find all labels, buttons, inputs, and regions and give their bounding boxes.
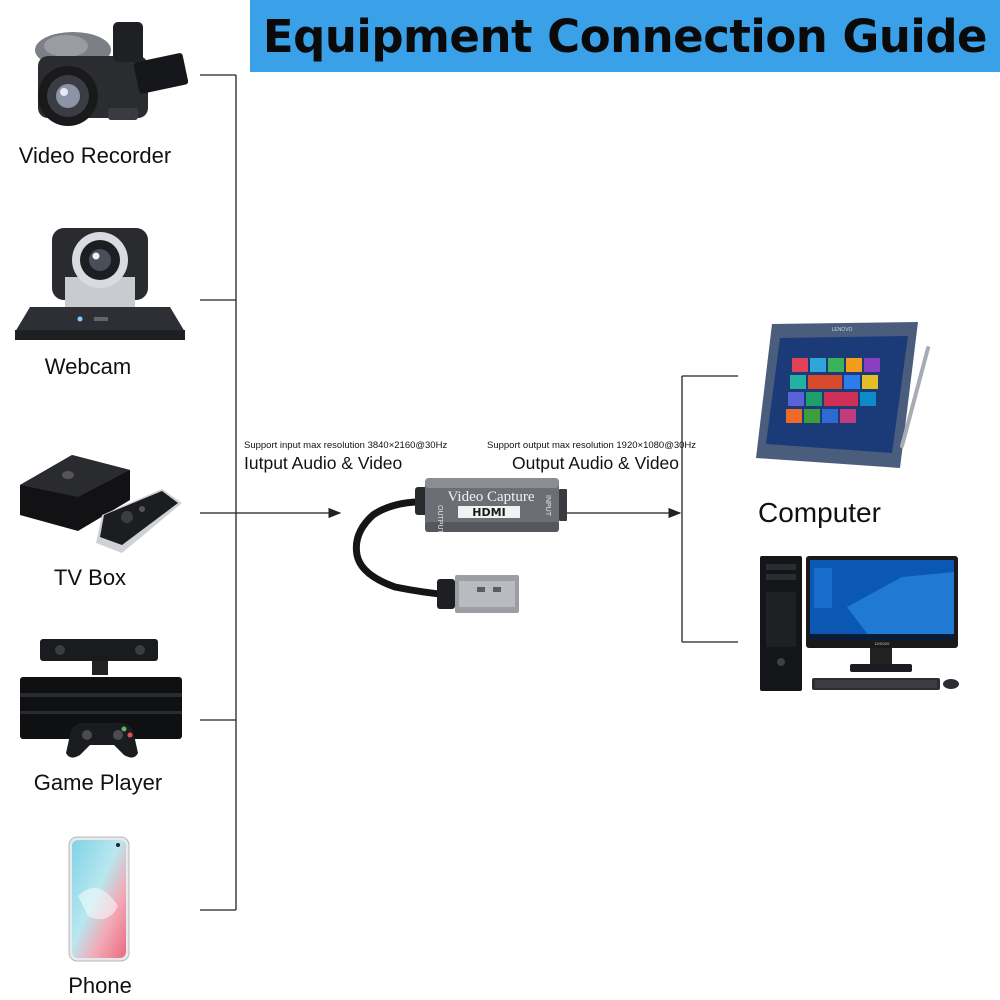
source-label-webcam: Webcam — [44, 354, 132, 379]
video-recorder-icon — [35, 22, 188, 126]
desktop-computer-icon: Lenovo — [760, 556, 959, 691]
target-label-computer: Computer — [758, 497, 881, 528]
source-label-video-recorder: Video Recorder — [18, 143, 172, 168]
port-label-output: OUTPUT — [436, 505, 443, 535]
video-capture-device: OUTPUT INPUT Video Capture HDMI — [352, 478, 567, 613]
input-spec: Support input max resolution 3840×2160@3… — [244, 440, 448, 451]
tv-box-icon — [20, 455, 182, 553]
device-brand: HDMI — [472, 506, 505, 519]
output-label: Output Audio & Video — [512, 453, 680, 473]
webcam-icon — [15, 228, 185, 340]
tablet-tiles — [786, 358, 880, 423]
page-title: Equipment Connection Guide — [262, 9, 988, 63]
port-label-input: INPUT — [544, 495, 551, 517]
tablet-brand: LENOVO — [832, 327, 853, 333]
title-banner: Equipment Connection Guide — [250, 0, 1000, 72]
monitor-brand: Lenovo — [875, 641, 890, 646]
tablet-computer-icon: LENOVO — [756, 322, 930, 468]
source-label-phone: Phone — [68, 973, 132, 998]
game-console-icon — [20, 639, 182, 758]
output-spec: Support output max resolution 1920×1080@… — [487, 440, 697, 451]
phone-icon — [68, 836, 130, 962]
source-label-tv-box: TV Box — [53, 565, 127, 590]
input-label: Iutput Audio & Video — [244, 453, 403, 473]
source-label-game-player: Game Player — [33, 770, 163, 795]
device-name: Video Capture — [448, 489, 535, 505]
